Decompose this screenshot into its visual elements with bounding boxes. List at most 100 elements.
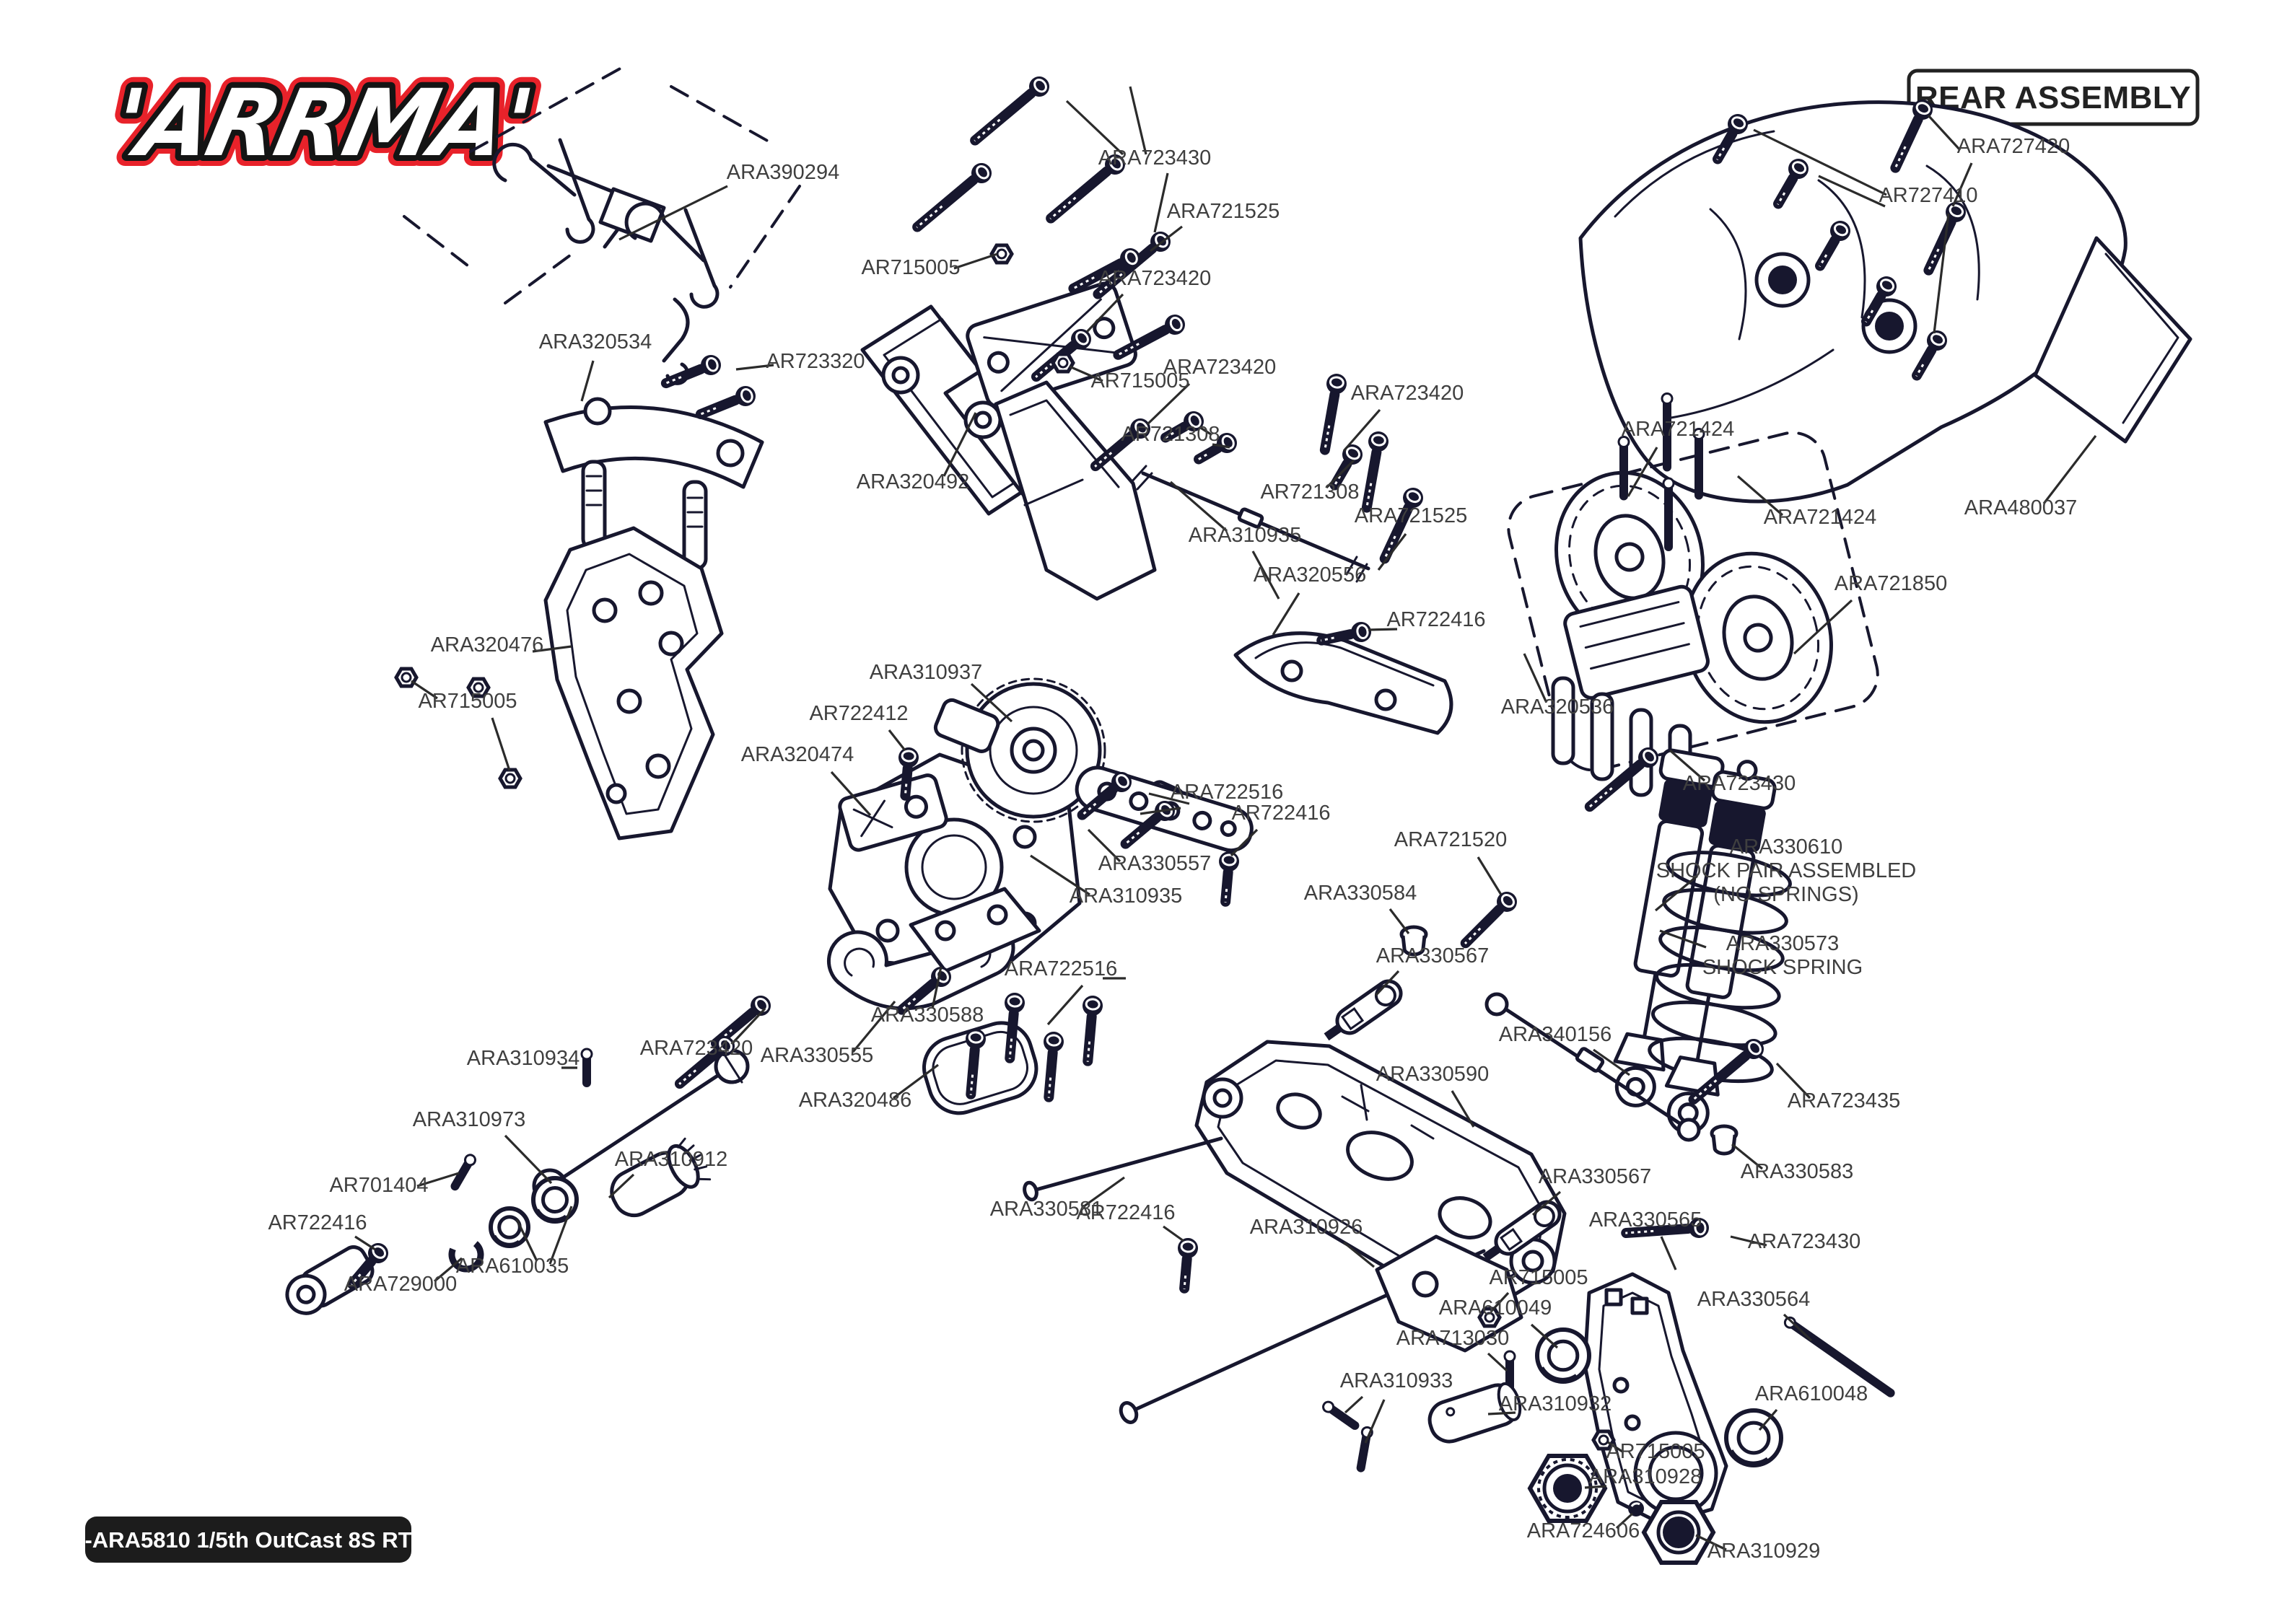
screw-hardware [1621,1218,1709,1239]
part-label: ARA722516 [1005,957,1117,980]
part-label: ARA320556 [1254,563,1366,587]
leader-line [1230,828,1259,857]
part-label: ARA480037 [1964,496,2077,519]
screw-hardware [1113,315,1185,360]
nut-hardware [466,677,491,698]
bushing-hardware [1399,925,1428,957]
leader-line [354,1235,376,1251]
part-label: ARA320534 [539,330,652,354]
pin-hardware [1662,477,1675,551]
part-label: ARA330573 [1726,932,1839,955]
lower-wing-brace [1233,631,1453,735]
screw-hardware [1194,433,1237,465]
part-label: SHOCK SPRING [1702,956,1863,979]
screw-hardware [1688,1039,1764,1105]
nut-hardware [1051,352,1075,374]
leader-line [1153,172,1169,233]
leader-line [491,717,511,771]
screw-hardware [1068,248,1140,294]
leader-line [608,1173,635,1199]
screw-hardware [1713,114,1748,164]
pin-hardware [1661,392,1674,472]
leader-line [1083,1176,1125,1208]
part-label: ARA330555 [761,1044,873,1067]
part-label: ARA320474 [741,743,854,766]
part-label: ARA310935 [1070,885,1182,908]
screw-hardware [1773,159,1809,209]
screw-hardware [1319,374,1347,455]
leader-line [893,1063,939,1100]
leader-line [416,1172,460,1188]
part-label: ARA723420 [640,1037,753,1060]
part-label: AR721308 [1121,423,1220,446]
leader-line [1368,628,1398,631]
turnbuckle-links [1130,465,1701,1142]
hardware-layer [347,76,1966,1565]
leader-line [1129,86,1147,155]
part-label: AR715005 [861,256,960,279]
rear-wing [1578,100,2192,504]
leader-line [1069,365,1103,382]
part-label: ARA320486 [799,1089,911,1112]
leader-line [1477,856,1503,895]
screw-hardware [1861,276,1897,327]
part-label: ARA330557 [1098,852,1211,875]
screw-hardware [1379,488,1423,564]
hub-hardware [1527,1454,1608,1523]
leader-line [1364,1399,1386,1444]
part-label: AR721308 [1260,480,1359,504]
leader-line [1148,792,1190,805]
leader-line [1199,426,1212,436]
part-label: ARA721525 [1355,504,1467,527]
leader-line [1342,408,1381,452]
part-label: ARA610049 [1439,1296,1552,1320]
screw-hardware [1923,202,1966,276]
part-label: ARA721520 [1394,828,1507,851]
leader-line [1342,1241,1376,1268]
screw-hardware [1046,154,1125,224]
leader-line [1736,475,1784,517]
leader-line [852,1000,896,1053]
part-label: ARA723420 [1098,267,1211,290]
leader-line [1793,599,1853,655]
pin-hardware [450,1154,476,1191]
body-clip-assembly [403,62,801,385]
leader-line [1251,550,1280,600]
rodend-hardware [1324,979,1403,1041]
screw-hardware [1090,418,1150,472]
screw-hardware [1316,622,1371,646]
screw-hardware [1912,330,1947,381]
leader-line [1730,1235,1767,1247]
part-label: ARA330564 [1697,1288,1810,1311]
leader-line [433,1257,463,1283]
screw-hardware [1584,747,1658,812]
bearing-hardware [531,1176,579,1224]
part-label: ARA723430 [1748,1230,1860,1253]
part-label: ARA723430 [1098,146,1211,170]
screw-hardware [1361,431,1389,513]
pin-hardware [1617,436,1630,501]
leader-line [1731,1143,1764,1170]
leader-line [1531,1190,1562,1216]
part-label: ARA721424 [1764,506,1876,529]
part-label: ARA320536 [1501,695,1614,719]
part-label: ARA721525 [1167,200,1280,223]
leader-line [2042,435,2097,504]
wing-mount-arms [860,281,1157,601]
shock-tower [543,526,724,840]
part-label: ARA729000 [344,1273,457,1296]
leader-line [1758,1408,1778,1431]
leader-line [735,364,774,371]
leader-line [730,1007,766,1045]
screw-hardware [1178,1238,1198,1294]
part-label: ARA310933 [1340,1369,1453,1392]
screw-hardware [695,386,756,420]
leader-line [1389,908,1410,934]
leader-line [1818,175,1886,208]
logo-outline-black: 'ARRMA' [103,69,540,177]
leader-line [970,682,1013,723]
leader-line [1046,984,1084,1026]
screw-hardware [1460,892,1517,949]
